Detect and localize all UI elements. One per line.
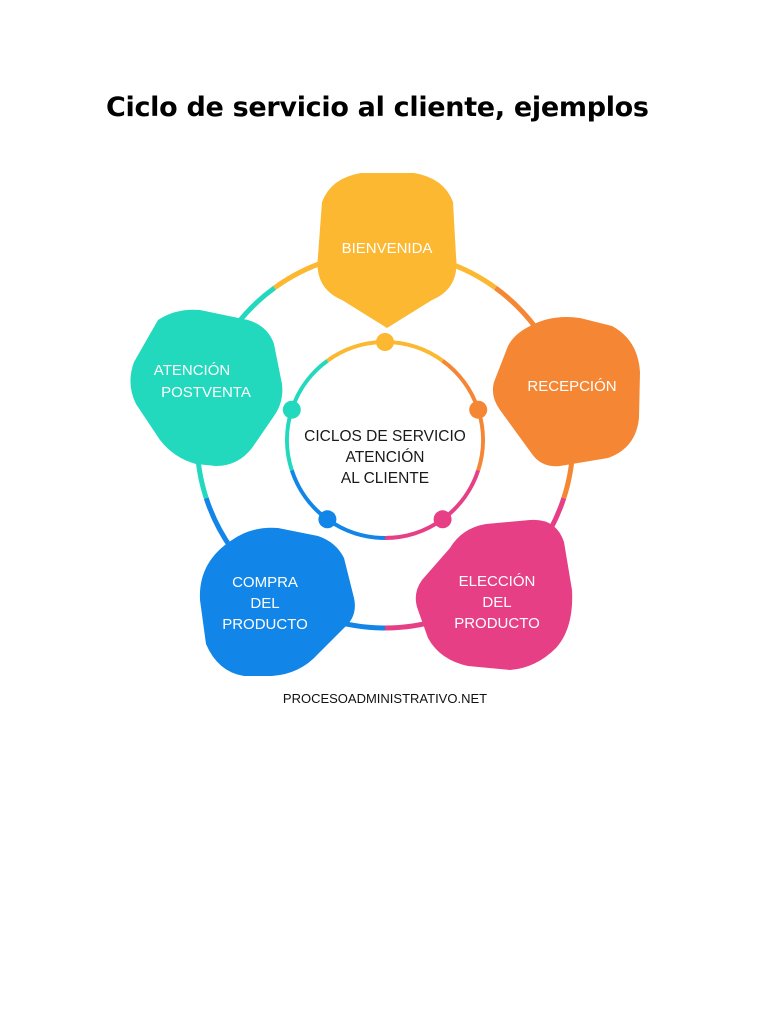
stage-compra: COMPRA DEL PRODUCTO	[199, 527, 355, 676]
stage-eleccion-label: DEL	[482, 594, 511, 611]
inner-ring-dot	[318, 510, 337, 529]
center-label-line: AL CLIENTE	[341, 470, 429, 487]
stage-recepcion-shape	[492, 317, 640, 467]
stage-compra-shape	[199, 527, 355, 676]
stage-bienvenida: BIENVENIDA	[317, 173, 457, 328]
stage-postventa-label: POSTVENTA	[161, 384, 251, 401]
inner-ring-dot	[469, 400, 488, 419]
inner-ring-dot	[376, 333, 394, 351]
stage-recepcion-label: RECEPCIÓN	[527, 378, 616, 395]
stage-postventa: ATENCIÓN POSTVENTA	[130, 309, 283, 466]
stage-bienvenida-label: BIENVENIDA	[342, 240, 433, 257]
source-caption: PROCESOADMINISTRATIVO.NET	[283, 691, 487, 706]
stage-eleccion-label: ELECCIÓN	[459, 573, 536, 590]
stage-bienvenida-shape	[317, 173, 457, 328]
inner-ring-dot	[282, 400, 301, 419]
center-label: CICLOS DE SERVICIO ATENCIÓN AL CLIENTE	[304, 428, 466, 487]
stage-postventa-label: ATENCIÓN	[154, 362, 230, 379]
stage-compra-label: COMPRA	[232, 574, 298, 591]
stage-postventa-shape	[130, 309, 283, 466]
stage-eleccion-shape	[415, 519, 573, 670]
stage-eleccion: ELECCIÓN DEL PRODUCTO	[415, 519, 573, 670]
stage-compra-label: PRODUCTO	[222, 616, 308, 633]
stage-recepcion: RECEPCIÓN	[492, 317, 640, 467]
stage-eleccion-label: PRODUCTO	[454, 615, 540, 632]
page-title: Ciclo de servicio al cliente, ejemplos	[106, 92, 649, 123]
stage-compra-label: DEL	[250, 595, 279, 612]
inner-ring-dots	[282, 333, 488, 529]
center-label-line: ATENCIÓN	[346, 449, 425, 466]
inner-ring-dot	[433, 510, 452, 529]
center-label-line: CICLOS DE SERVICIO	[304, 428, 466, 445]
